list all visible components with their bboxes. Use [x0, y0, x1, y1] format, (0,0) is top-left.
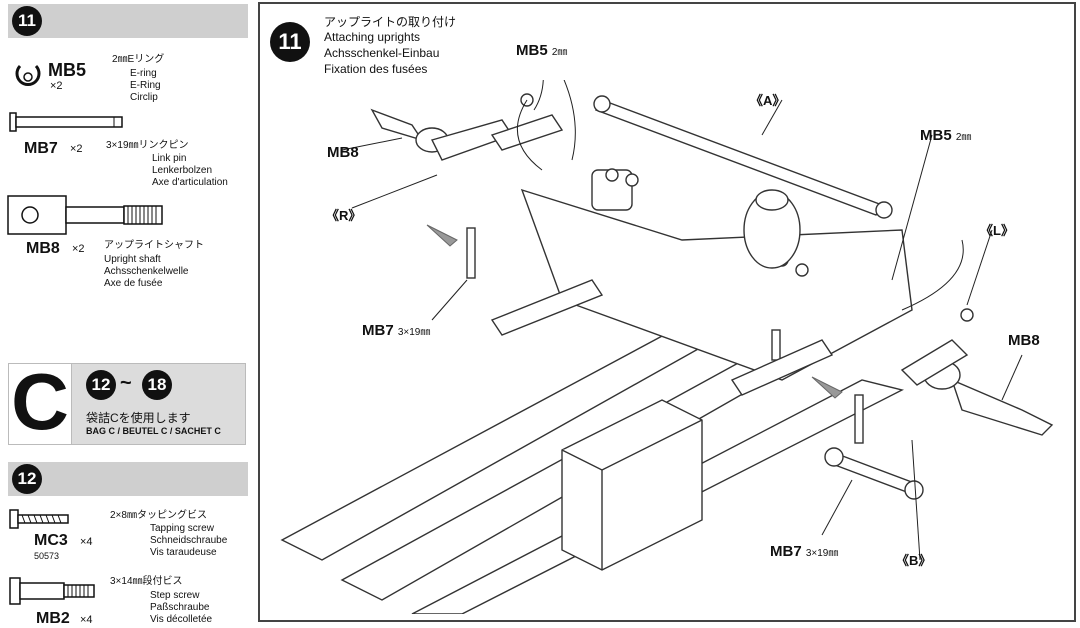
part-qty-mb8: ×2	[72, 243, 85, 255]
part-qty-mb5: ×2	[50, 80, 63, 92]
part-name-fr-mb8: Axe de fusée	[104, 278, 163, 289]
callout-mb5-top-size: 2㎜	[551, 47, 568, 58]
callout-part-a: 《A》	[750, 93, 786, 108]
callout-mb8-right: MB8	[1008, 332, 1040, 349]
part-name-fr-mb2: Vis décolletée	[150, 614, 213, 625]
part-name-fr-mc3: Vis taraudeuse	[150, 547, 217, 558]
part-name-de-mb7: Lenkerbolzen	[152, 165, 213, 176]
main-diagram-frame	[258, 2, 1076, 622]
chassis-assembly-drawing	[280, 80, 1054, 614]
bag-range-tilde: ~	[120, 372, 132, 394]
part-name-jp-mc3: 2×8㎜タッピングビス	[110, 510, 207, 521]
part-name-en-mb8: Upright shaft	[104, 254, 161, 265]
tapping-screw-icon	[9, 509, 69, 529]
part-name-de-mb5: E-Ring	[130, 80, 161, 91]
callout-mb7-right-code: MB7	[770, 543, 802, 560]
part-code-mb2: MB2	[36, 610, 70, 627]
part-ref-mc3: 50573	[34, 551, 60, 561]
part-name-en-mb2: Step screw	[150, 590, 200, 601]
part-name-fr-mb7: Axe d'articulation	[152, 177, 228, 188]
part-name-jp-mb2: 3×14㎜段付ビス	[110, 576, 183, 587]
bag-letter-box	[8, 363, 72, 445]
bag-step-to-badge: 18	[142, 370, 172, 400]
part-name-fr-mb5: Circlip	[130, 92, 158, 103]
main-step-badge: 11	[270, 22, 310, 62]
callout-mb5-top: MB5 2㎜	[516, 42, 567, 59]
upright-shaft-icon	[7, 195, 163, 235]
callout-mb5-top-code: MB5	[516, 42, 548, 59]
main-title-en: Attaching uprights	[324, 30, 421, 44]
callout-mb7-right: MB7 3×19㎜	[770, 543, 838, 560]
callout-mb5-right-code: MB5	[920, 127, 952, 144]
callout-mb7-left-size: 3×19㎜	[397, 327, 431, 338]
part-name-jp-mb7: 3×19㎜リンクピン	[106, 140, 189, 151]
part-qty-mc3: ×4	[80, 536, 93, 548]
part-qty-mb2: ×4	[80, 614, 93, 626]
callout-part-b: 《B》	[896, 553, 932, 568]
part-code-mb8: MB8	[26, 240, 60, 257]
part-name-de-mb8: Achsschenkelwelle	[104, 266, 189, 277]
callout-mb5-right-size: 2㎜	[955, 132, 972, 143]
step-screw-icon	[9, 577, 95, 605]
part-name-de-mb2: Paßschraube	[150, 602, 210, 613]
step-11-badge: 11	[12, 6, 42, 36]
callout-mb8-left: MB8	[327, 144, 359, 161]
part-name-jp-mb5: 2㎜Eリング	[112, 54, 165, 65]
bag-step-from-badge: 12	[86, 370, 116, 400]
part-name-jp-mb8: アップライトシャフト	[104, 240, 204, 251]
callout-mb7-left: MB7 3×19㎜	[362, 322, 430, 339]
e-ring-icon	[15, 64, 41, 86]
part-name-en-mc3: Tapping screw	[150, 523, 214, 534]
part-name-en-mb7: Link pin	[152, 153, 187, 164]
callout-side-l: 《L》	[980, 223, 1014, 238]
callout-mb7-left-code: MB7	[362, 322, 394, 339]
bag-text-multilang: BAG C / BEUTEL C / SACHET C	[86, 426, 221, 436]
main-title-fr: Fixation des fusées	[324, 62, 428, 76]
callout-mb7-right-size: 3×19㎜	[805, 548, 839, 559]
step-12-badge: 12	[12, 464, 42, 494]
bag-text-jp: 袋詰Cを使用します	[86, 411, 191, 425]
part-name-en-mb5: E-ring	[130, 68, 157, 79]
part-code-mb7: MB7	[24, 140, 58, 157]
main-title-jp: アップライトの取り付け	[324, 15, 457, 29]
part-qty-mb7: ×2	[70, 143, 83, 155]
step-12-header-bar	[8, 462, 248, 496]
part-name-de-mc3: Schneidschraube	[150, 535, 228, 546]
callout-mb5-right: MB5 2㎜	[920, 127, 971, 144]
part-code-mc3: MC3	[34, 532, 68, 549]
main-title-de: Achsschenkel-Einbau	[324, 46, 440, 60]
step-11-header-bar	[8, 4, 248, 38]
link-pin-icon	[9, 112, 123, 132]
bag-letter: C	[11, 357, 69, 446]
part-code-mb5: MB5	[48, 60, 87, 80]
callout-side-r: 《R》	[326, 208, 362, 223]
